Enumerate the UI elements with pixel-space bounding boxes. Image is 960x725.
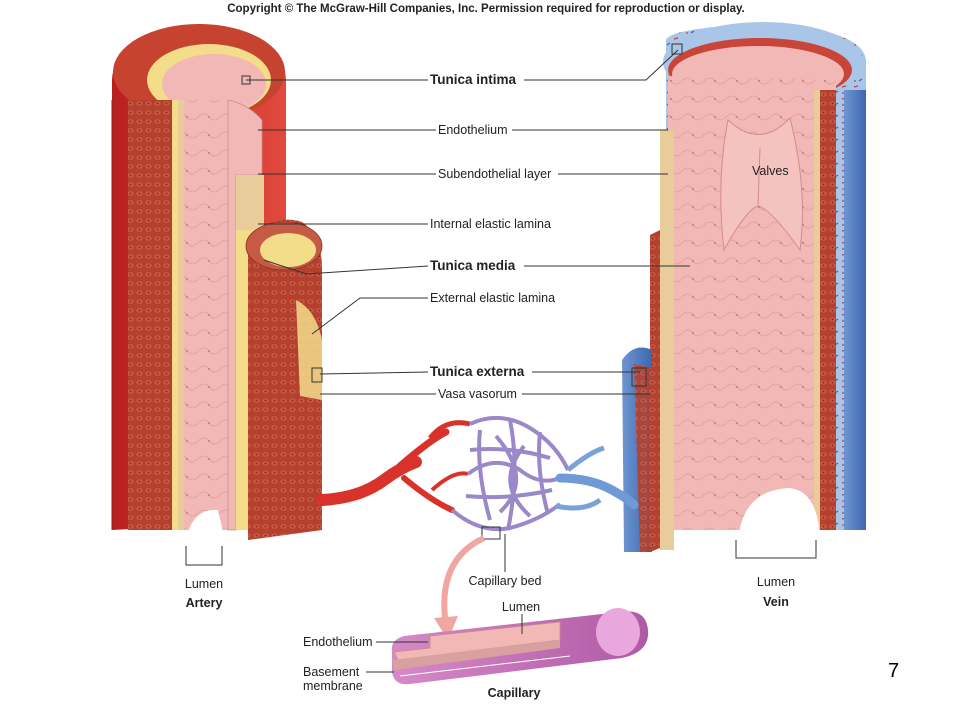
vein-valve [720,116,803,252]
label-vasa-vasorum: Vasa vasorum [438,387,517,401]
label-endothelium: Endothelium [438,123,508,137]
label-subendothelial-layer: Subendothelial layer [438,167,551,181]
artery-lumen-bracket [185,546,223,566]
label-tunica-intima: Tunica intima [430,72,517,87]
label-artery-lumen: Lumen [185,577,223,591]
artery-illustration [111,24,323,540]
label-capillary: Capillary [488,686,541,700]
label-valves: Valves [752,164,789,178]
capillary-bed-illustration [316,415,639,540]
copyright-text: Copyright © The McGraw-Hill Companies, I… [227,3,745,15]
slide-number: 7 [888,660,900,682]
vein-illustration [622,22,866,552]
label-basement-membrane-1: Basement [303,665,360,679]
label-external-elastic-lamina: External elastic lamina [430,291,555,305]
leader-lines [246,49,690,673]
label-artery: Artery [186,596,223,610]
label-tunica-media: Tunica media [430,258,516,273]
label-capillary-lumen: Lumen [502,600,540,614]
label-vein-lumen: Lumen [757,575,795,589]
label-tunica-externa: Tunica externa [430,364,525,379]
vein-lumen-bracket [735,540,817,559]
label-internal-elastic-lamina: Internal elastic lamina [430,217,551,231]
label-capillary-endothelium: Endothelium [303,635,373,649]
label-basement-membrane-2: membrane [303,679,363,693]
label-capillary-bed: Capillary bed [469,574,542,588]
label-vein: Vein [763,595,789,609]
capillary-illustration [391,608,649,685]
